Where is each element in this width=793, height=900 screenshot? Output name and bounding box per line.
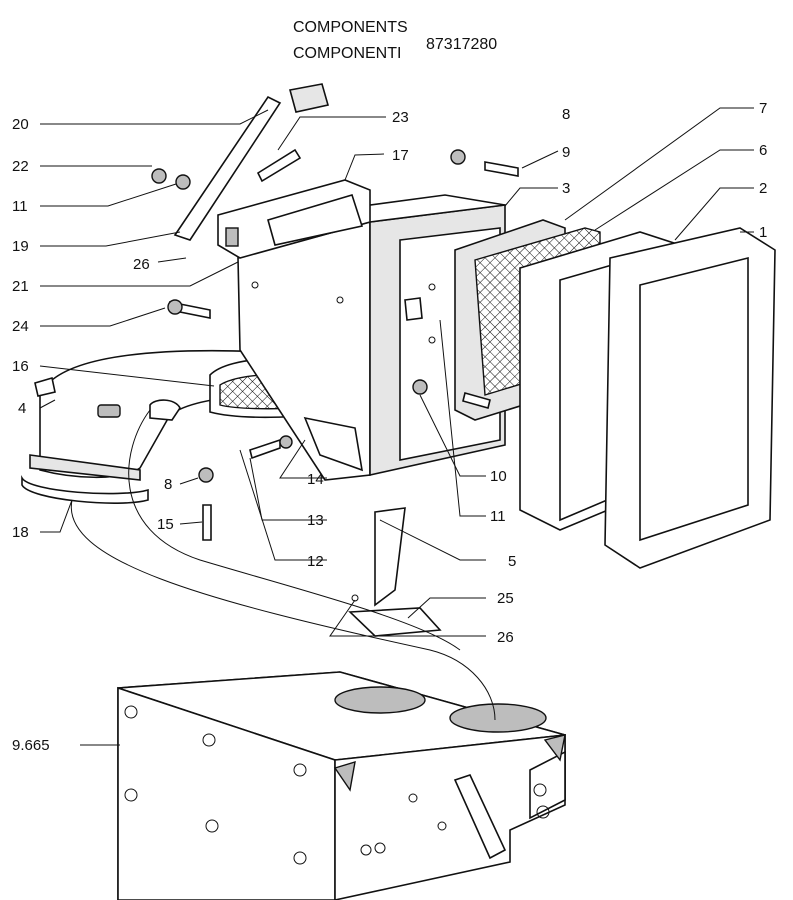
part-number: 87317280 xyxy=(426,36,497,53)
callout-9: 9 xyxy=(562,144,570,161)
callout-11-right: 11 xyxy=(490,508,506,525)
mounting-plate-part xyxy=(217,179,371,259)
support-bracket-part xyxy=(173,83,330,241)
callout-8-upper: 8 xyxy=(562,106,570,123)
title-line-2: COMPONENTI xyxy=(293,45,401,62)
filter-elements-group xyxy=(454,219,776,569)
callout-2: 2 xyxy=(759,180,767,197)
base-housing-part xyxy=(117,671,566,900)
callout-9-665: 9.665 xyxy=(12,737,50,754)
callout-10: 10 xyxy=(490,468,507,485)
callout-25: 25 xyxy=(497,590,514,607)
callout-3: 3 xyxy=(562,180,570,197)
callout-4: 4 xyxy=(18,400,26,417)
callout-15: 15 xyxy=(157,516,174,533)
callout-8-lower: 8 xyxy=(164,476,172,493)
callout-24: 24 xyxy=(12,318,29,335)
callout-7: 7 xyxy=(759,100,767,117)
leader-lines xyxy=(39,107,754,746)
fasteners-group xyxy=(151,148,519,637)
callout-14: 14 xyxy=(307,471,324,488)
title-line-1: COMPONENTS xyxy=(293,19,408,36)
callout-13: 13 xyxy=(307,512,324,529)
callout-18: 18 xyxy=(12,524,29,541)
callout-21: 21 xyxy=(12,278,29,295)
callout-12: 12 xyxy=(307,553,324,570)
callout-26: 26 xyxy=(133,256,150,273)
callout-17: 17 xyxy=(392,147,409,164)
callout-labels: 20 23 22 11 19 26 21 24 16 4 8 15 18 17 … xyxy=(12,100,767,754)
callout-22: 22 xyxy=(12,158,29,175)
callout-20: 20 xyxy=(12,116,29,133)
callout-16: 16 xyxy=(12,358,29,375)
callout-1: 1 xyxy=(759,224,767,241)
callout-19: 19 xyxy=(12,238,29,255)
callout-11: 11 xyxy=(12,198,28,215)
callout-6: 6 xyxy=(759,142,767,159)
callout-26-lower: 26 xyxy=(497,629,514,646)
callout-5: 5 xyxy=(508,553,516,570)
diagram-header: COMPONENTS COMPONENTI 87317280 xyxy=(293,19,497,62)
callout-23: 23 xyxy=(392,109,409,126)
